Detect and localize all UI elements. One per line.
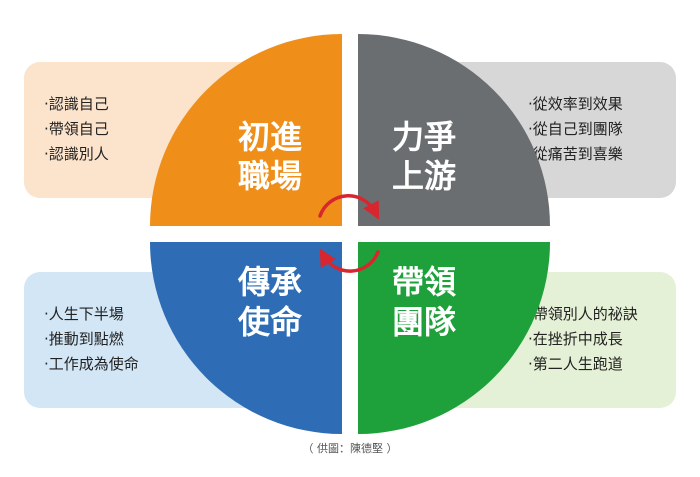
cycle-arrow-bottom	[319, 248, 380, 273]
quadrant-title-bottom-right-line1: 帶領	[392, 263, 456, 301]
list-item: 在挫折中成長	[528, 327, 638, 352]
quadrant-bottom-right	[358, 242, 550, 434]
list-item: 工作成為使命	[44, 352, 139, 377]
quadrant-title-top-right-line1: 力爭	[392, 118, 456, 156]
cycle-arrow-top	[318, 194, 380, 220]
list-item: 從痛苦到喜樂	[528, 142, 623, 167]
list-top-right: 從效率到效果 從自己到團隊 從痛苦到喜樂	[528, 92, 623, 167]
list-item: 帶領自己	[44, 117, 109, 142]
quadrant-title-top-right-line2: 上游	[392, 157, 456, 195]
quadrant-title-bottom-right-line2: 團隊	[392, 303, 456, 341]
quadrant-top-right	[358, 34, 550, 226]
list-item: 從自己到團隊	[528, 117, 623, 142]
list-item: 第二人生跑道	[528, 352, 638, 377]
list-item: 認識自己	[44, 92, 109, 117]
list-item: 推動到點燃	[44, 327, 139, 352]
quadrant-title-top-left-line2: 職場	[238, 157, 302, 195]
quadrant-title-top-left-line1: 初進	[238, 118, 302, 156]
quadrant-bottom-left	[150, 242, 342, 434]
list-item: 人生下半場	[44, 302, 139, 327]
list-bottom-right: 帶領別人的祕訣 在挫折中成長 第二人生跑道	[528, 302, 638, 377]
list-top-left: 認識自己 帶領自己 認識別人	[44, 92, 109, 167]
list-item: 帶領別人的祕訣	[528, 302, 638, 327]
list-item: 從效率到效果	[528, 92, 623, 117]
quadrant-top-left	[150, 34, 342, 226]
list-bottom-left: 人生下半場 推動到點燃 工作成為使命	[44, 302, 139, 377]
list-item: 認識別人	[44, 142, 109, 167]
image-credit-caption: （ 供圖：陳德堅 ）	[302, 442, 398, 455]
quadrant-title-bottom-left-line1: 傳承	[237, 263, 302, 301]
quadrant-title-bottom-left-line2: 使命	[237, 303, 303, 341]
